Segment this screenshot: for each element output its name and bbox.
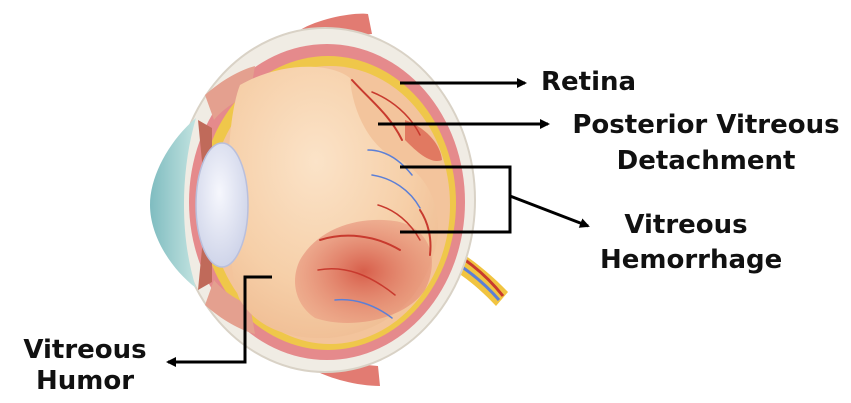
humor-label: Vitreous Humor bbox=[15, 335, 155, 397]
humor-label-line1: Vitreous bbox=[15, 335, 155, 366]
hemorrhage-label-line2: Hemorrhage bbox=[600, 245, 772, 276]
hemorrhage-label-line1: Vitreous bbox=[600, 210, 772, 241]
retina-label: Retina bbox=[541, 67, 636, 98]
retina-label-text: Retina bbox=[541, 67, 636, 98]
pvd-label-line2: Detachment bbox=[570, 146, 842, 177]
humor-label-line2: Humor bbox=[15, 366, 155, 397]
lens bbox=[196, 143, 248, 267]
pvd-label: Posterior Vitreous Detachment bbox=[570, 110, 842, 177]
hemorrhage-pointer bbox=[510, 196, 588, 226]
hemorrhage-label: Vitreous Hemorrhage bbox=[600, 210, 772, 276]
pvd-label-line1: Posterior Vitreous bbox=[570, 110, 842, 141]
